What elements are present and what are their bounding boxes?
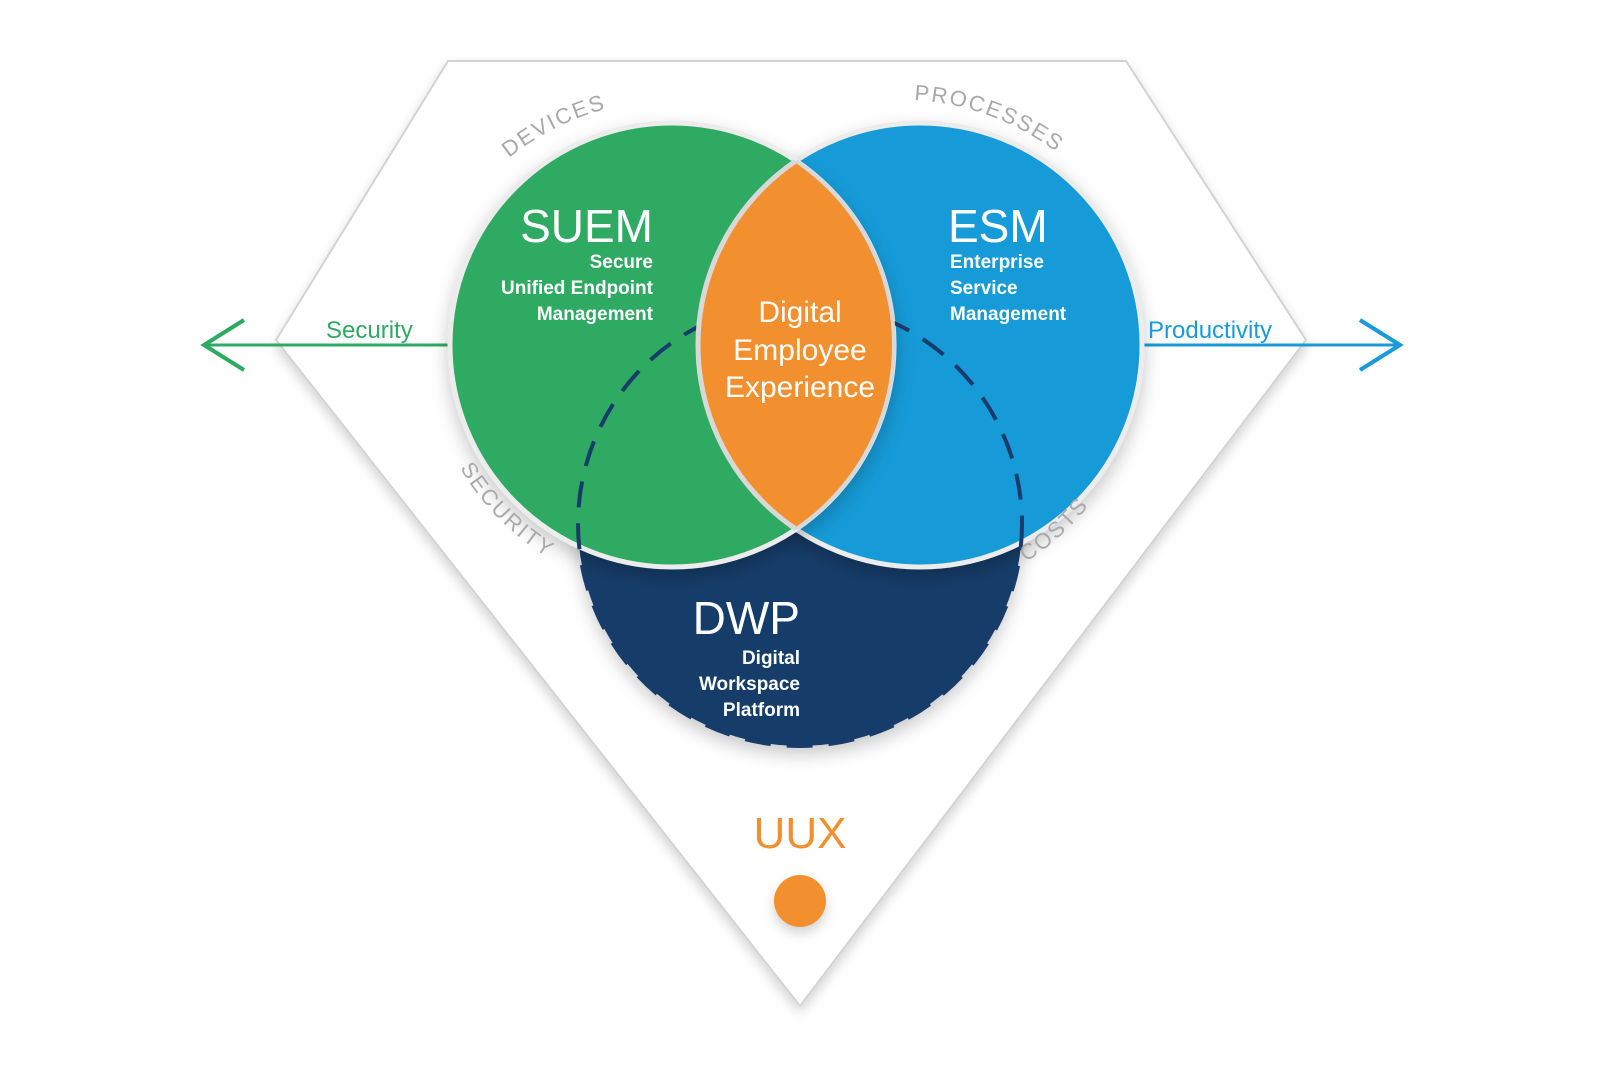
- center-lens-edge: [698, 123, 896, 567]
- dwp-desc-1: Digital: [742, 648, 800, 669]
- dwp-desc-2: Workspace: [699, 674, 800, 695]
- productivity-arrow: [1120, 318, 1404, 372]
- uux-label: UUX: [754, 809, 847, 858]
- esm-desc-2: Service: [950, 278, 1018, 299]
- security-arrow: [200, 318, 470, 372]
- center-line-2: Employee: [733, 334, 866, 367]
- dwp-dashed-outline: [576, 300, 1024, 748]
- productivity-arrow-label: Productivity: [1148, 317, 1272, 344]
- esm-title: ESM: [948, 200, 1048, 252]
- security-arrow-label: Security: [326, 317, 413, 344]
- center-line-3: Experience: [725, 371, 875, 404]
- uux-dot: [774, 875, 826, 927]
- dwp-desc-3: Platform: [723, 700, 800, 721]
- center-lens: [695, 123, 894, 567]
- center-line-1: Digital: [758, 296, 841, 329]
- esm-desc-1: Enterprise: [950, 252, 1044, 273]
- suem-desc-2: Unified Endpoint: [501, 278, 654, 299]
- dwp-title: DWP: [693, 592, 800, 644]
- suem-desc-1: Secure: [590, 252, 653, 273]
- esm-desc-3: Management: [950, 304, 1067, 325]
- suem-desc-3: Management: [537, 304, 654, 325]
- suem-title: SUEM: [520, 200, 653, 252]
